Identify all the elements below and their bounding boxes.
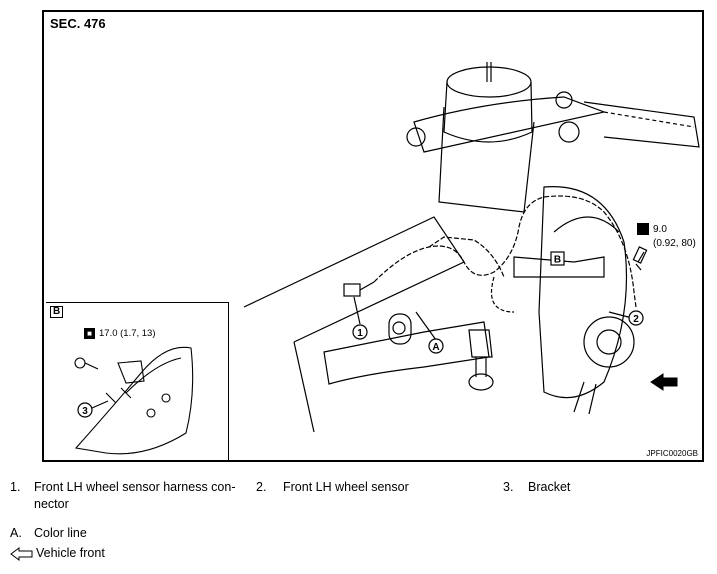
- torque-main-value: 9.0: [653, 224, 667, 235]
- legend-key-a: A.: [10, 526, 22, 540]
- legend-text-1b: nector: [34, 497, 69, 511]
- figure-frame: SEC. 476: [42, 10, 704, 462]
- torque-main-alt: (0.92, 80): [653, 238, 696, 249]
- callout-a: A: [432, 342, 439, 353]
- callout-b-inset: B: [50, 306, 64, 318]
- inset-drawing: 3: [74, 346, 194, 455]
- suspension-drawing: 1 A 2 B 9.0 (0.92, 80): [243, 62, 700, 433]
- legend-text-front: Vehicle front: [36, 546, 105, 560]
- arrow-left-outline-icon: [10, 547, 33, 561]
- legend-num-1: 1.: [10, 480, 21, 494]
- legend-text-3: Bracket: [528, 480, 571, 494]
- callout-3: 3: [82, 406, 88, 417]
- torque-inset-value: 17.0 (1.7, 13): [99, 328, 156, 339]
- callout-b-main: B: [554, 255, 561, 266]
- section-label: SEC. 476: [50, 16, 106, 31]
- legend-text-1a: Front LH wheel sensor harness con-: [34, 480, 236, 494]
- legend-text-a: Color line: [34, 526, 87, 540]
- legend-num-2: 2.: [256, 480, 267, 494]
- legend: 1. Front LH wheel sensor harness con- ne…: [0, 470, 717, 574]
- legend-text-2: Front LH wheel sensor: [283, 480, 409, 494]
- legend-num-3: 3.: [503, 480, 514, 494]
- figure-code: JPFIC0020GB: [646, 449, 698, 458]
- torque-wrench-icon: ■: [84, 328, 95, 339]
- inset-detail-b: 3 B ■ 17.0 (1.7, 13): [46, 302, 229, 460]
- callout-2: 2: [633, 314, 639, 325]
- callout-1: 1: [357, 328, 363, 339]
- vehicle-front-arrow-icon: [650, 373, 678, 391]
